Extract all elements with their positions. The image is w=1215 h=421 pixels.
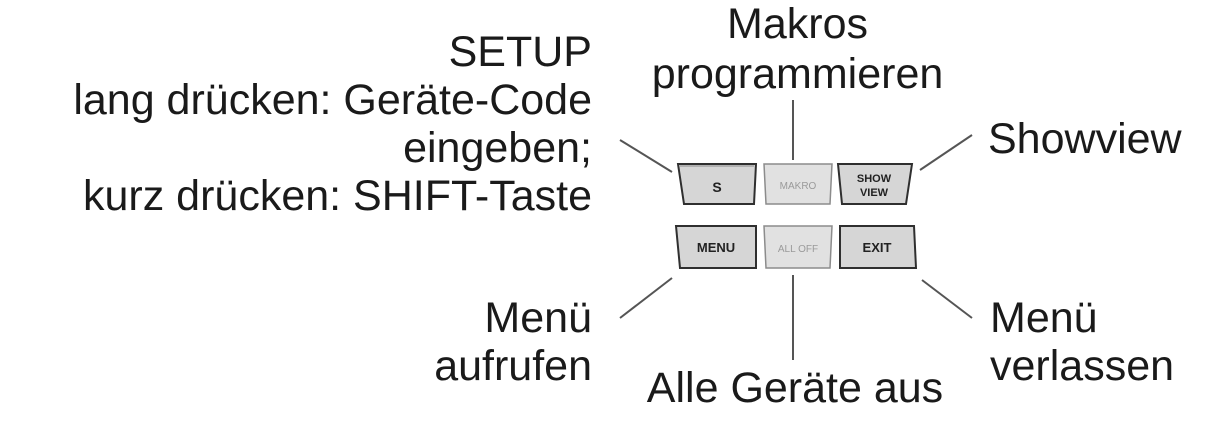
- leader-line-showview: [919, 134, 973, 171]
- key-showview-label-line-2: VIEW: [860, 187, 889, 199]
- key-makro-label: MAKRO: [780, 181, 817, 192]
- setup-label-line-2: lang drücken: Geräte-Code: [73, 76, 592, 124]
- leader-line-menu-exit: [921, 279, 973, 319]
- setup-label-line-3: eingeben;: [403, 124, 592, 172]
- all-off-label: Alle Geräte aus: [646, 364, 944, 412]
- key-showview-label-line-1: SHOW: [857, 173, 892, 185]
- setup-label-line-4: kurz drücken: SHIFT-Taste: [83, 172, 592, 220]
- showview-label: Showview: [988, 115, 1182, 163]
- menu-open-label-line-1: Menü: [484, 294, 592, 342]
- makros-label-line-2: programmieren: [651, 50, 944, 98]
- key-all-off[interactable]: ALL OFF: [763, 225, 833, 269]
- key-exit-label: EXIT: [863, 240, 892, 255]
- key-s[interactable]: S: [676, 163, 758, 205]
- leader-line-setup: [619, 139, 673, 173]
- setup-label-line-1: SETUP: [448, 28, 592, 76]
- key-menu[interactable]: MENU: [674, 225, 757, 269]
- key-exit[interactable]: EXIT: [839, 225, 918, 269]
- menu-exit-label-line-2: verlassen: [990, 342, 1175, 390]
- leader-lines: [619, 100, 973, 360]
- key-all-off-label: ALL OFF: [778, 244, 818, 255]
- menu-open-label-line-2: aufrufen: [434, 342, 592, 390]
- key-makro[interactable]: MAKRO: [763, 163, 833, 205]
- makros-label-line-1: Makros: [727, 0, 868, 48]
- leader-line-menu-open: [619, 277, 673, 319]
- key-s-label: S: [712, 179, 721, 195]
- key-menu-label: MENU: [697, 240, 735, 255]
- menu-exit-label-line-1: Menü: [990, 294, 1098, 342]
- key-showview[interactable]: SHOW VIEW: [836, 163, 914, 205]
